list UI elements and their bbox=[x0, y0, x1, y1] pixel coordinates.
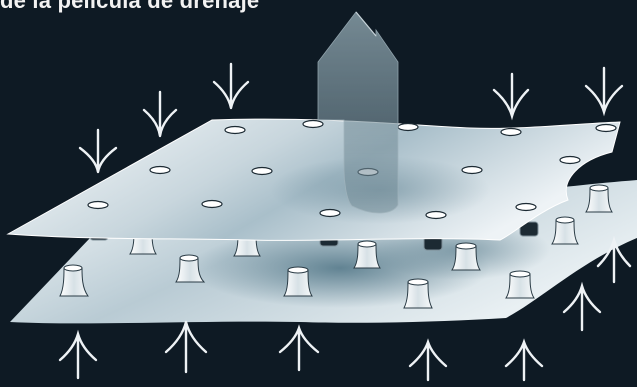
up-arrow-icon bbox=[506, 342, 542, 380]
stud bbox=[354, 241, 380, 268]
down-arrow-icon bbox=[586, 68, 622, 112]
stud bbox=[586, 185, 612, 212]
stud bbox=[506, 271, 534, 298]
down-arrow-icon bbox=[80, 130, 116, 172]
down-arrow-icon bbox=[214, 64, 248, 108]
up-arrow-icon bbox=[166, 322, 206, 372]
stud bbox=[452, 243, 480, 270]
stud bbox=[284, 267, 312, 296]
down-arrow-icon bbox=[144, 92, 176, 136]
up-arrow-icon bbox=[280, 328, 318, 370]
up-arrow-icon bbox=[60, 334, 96, 378]
up-arrow-icon bbox=[410, 342, 446, 380]
up-arrow-icon bbox=[564, 286, 600, 330]
stud bbox=[404, 279, 432, 308]
stud bbox=[552, 217, 578, 244]
top-drainage-sheet bbox=[8, 119, 620, 240]
down-arrow-icon bbox=[494, 74, 528, 116]
